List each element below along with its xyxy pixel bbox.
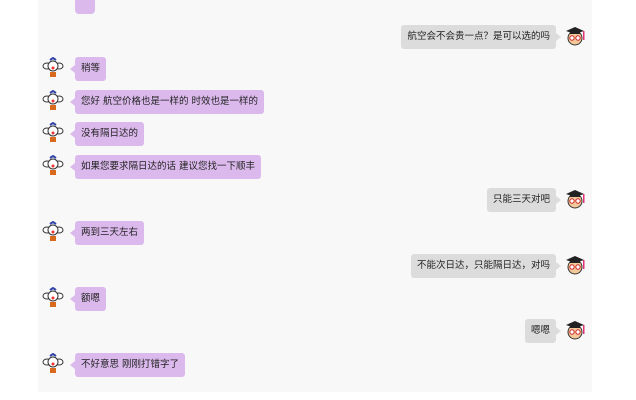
cartoon-cat-avatar-icon[interactable]: [42, 286, 64, 309]
message-bubble: 额嗯: [69, 287, 107, 311]
message-row-right: 航空会不会贵一点？是可以选的吗: [38, 25, 592, 51]
message-bubble: 稍等: [69, 57, 107, 81]
graduate-avatar-icon[interactable]: [564, 254, 586, 276]
cartoon-cat-avatar-icon[interactable]: [42, 154, 64, 177]
message-row-right: 嗯嗯: [38, 319, 592, 345]
chat-history[interactable]: 航空会不会贵一点？是可以选的吗 稍等 您好 航空价格也是一样的 时效也是一样的 …: [38, 0, 592, 392]
message-bubble: 两到三天左右: [69, 221, 145, 245]
message-row-right: 只能三天对吧: [38, 188, 592, 214]
cartoon-cat-avatar-icon[interactable]: [42, 56, 64, 79]
graduate-avatar-icon[interactable]: [564, 188, 586, 210]
message-bubble: 航空会不会贵一点？是可以选的吗: [401, 25, 561, 49]
message-bubble-partial: [75, 0, 95, 14]
message-row-left: 额嗯: [38, 286, 592, 313]
message-row-right: 不能次日达，只能隔日达，对吗: [38, 254, 592, 280]
message-bubble: 您好 航空价格也是一样的 时效也是一样的: [69, 90, 265, 114]
message-bubble: 如果您要求隔日达的话 建议您找一下顺丰: [69, 155, 262, 179]
message-row-left: 稍等: [38, 56, 592, 83]
message-bubble: 没有隔日达的: [69, 122, 145, 146]
message-row-left: 两到三天左右: [38, 220, 592, 247]
message-row-left: 不好意思 刚刚打错字了: [38, 352, 592, 379]
message-bubble: 只能三天对吧: [486, 188, 562, 212]
message-row-left: 您好 航空价格也是一样的 时效也是一样的: [38, 89, 592, 116]
message-row-left: 如果您要求隔日达的话 建议您找一下顺丰: [38, 154, 592, 181]
message-bubble: 不好意思 刚刚打错字了: [69, 353, 186, 377]
message-row-left: 没有隔日达的: [38, 121, 592, 148]
cartoon-cat-avatar-icon[interactable]: [42, 89, 64, 112]
cartoon-cat-avatar-icon[interactable]: [42, 352, 64, 375]
graduate-avatar-icon[interactable]: [564, 319, 586, 341]
message-bubble: 不能次日达，只能隔日达，对吗: [410, 254, 562, 278]
message-bubble: 嗯嗯: [524, 319, 562, 343]
cartoon-cat-avatar-icon[interactable]: [42, 121, 64, 144]
graduate-avatar-icon[interactable]: [564, 25, 586, 47]
cartoon-cat-avatar-icon[interactable]: [42, 220, 64, 243]
